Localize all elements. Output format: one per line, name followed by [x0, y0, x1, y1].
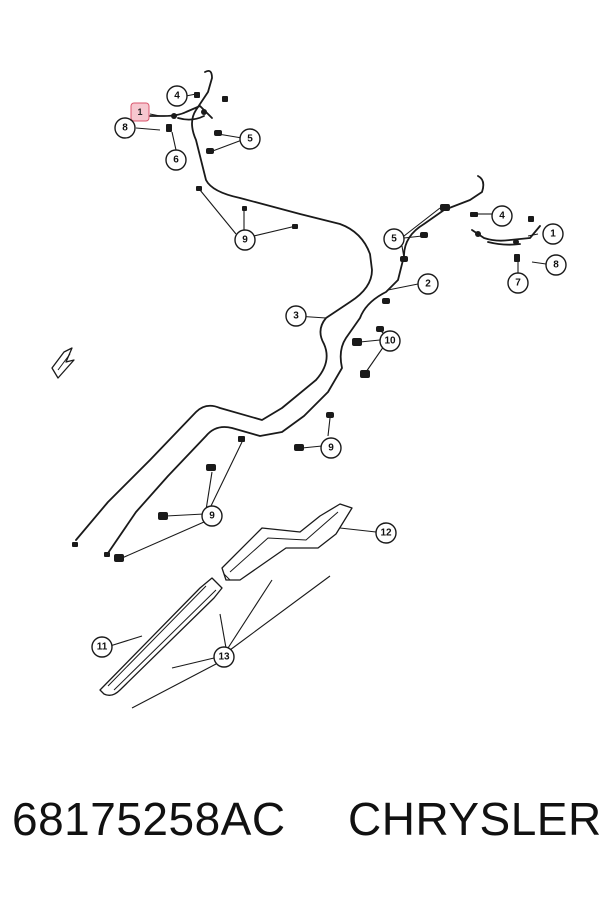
callout-10: 10	[379, 330, 401, 352]
callout-label: 4	[174, 91, 180, 102]
leader-lines	[109, 93, 547, 709]
callout-label: 2	[425, 279, 431, 290]
brake-tube-3	[75, 69, 373, 541]
callout-8-left: 8	[114, 117, 136, 139]
callout-label: 5	[391, 234, 397, 245]
callout-label: 12	[380, 528, 392, 539]
callout-2: 2	[417, 273, 439, 295]
callout-label: 7	[515, 278, 521, 289]
callout-12: 12	[375, 522, 397, 544]
callout-9-middle: 9	[320, 437, 342, 459]
callout-7: 7	[507, 272, 529, 294]
callout-1-highlighted: 1	[130, 102, 150, 122]
callout-8-right: 8	[545, 254, 567, 276]
callout-9-bottom: 9	[201, 505, 223, 527]
callout-13: 13	[213, 646, 235, 668]
callout-label: 9	[209, 511, 215, 522]
callout-label: 9	[328, 443, 334, 454]
brake-hose-left	[149, 105, 213, 121]
heat-shield-11	[99, 577, 223, 696]
caption: 68175258AC CHRYSLER	[0, 792, 600, 872]
callout-label: 5	[247, 134, 253, 145]
part-number: 68175258AC	[12, 793, 286, 845]
callout-3: 3	[285, 305, 307, 327]
callout-label: 11	[97, 642, 108, 653]
callout-label: 10	[384, 336, 396, 347]
callout-label: 8	[553, 260, 559, 271]
callout-label: 1	[137, 107, 142, 117]
brand-name: CHRYSLER	[348, 793, 600, 845]
callout-label: 9	[242, 235, 248, 246]
brake-tube-2	[105, 175, 485, 557]
callout-label: 4	[499, 211, 505, 222]
callout-11: 11	[91, 636, 113, 658]
callout-5-left: 5	[239, 128, 261, 150]
callout-9-top: 9	[234, 229, 256, 251]
callout-label: 8	[122, 123, 128, 134]
callout-label: 1	[550, 229, 556, 240]
front-arrow-icon	[51, 347, 75, 379]
callout-6: 6	[165, 149, 187, 171]
callout-label: 6	[173, 155, 179, 166]
callout-label: 3	[293, 311, 299, 322]
callout-4-left: 4	[166, 85, 188, 107]
tube-clips	[72, 92, 534, 562]
heat-shield-12	[221, 503, 353, 581]
callout-5-right: 5	[383, 228, 405, 250]
brake-line-diagram: 1 1 2 3 4 4 5 5 6 7 8 8	[51, 69, 567, 709]
callout-1-right: 1	[542, 223, 564, 245]
brake-hose-right	[471, 225, 541, 246]
callout-4-right: 4	[491, 205, 513, 227]
callout-label: 13	[218, 652, 230, 663]
